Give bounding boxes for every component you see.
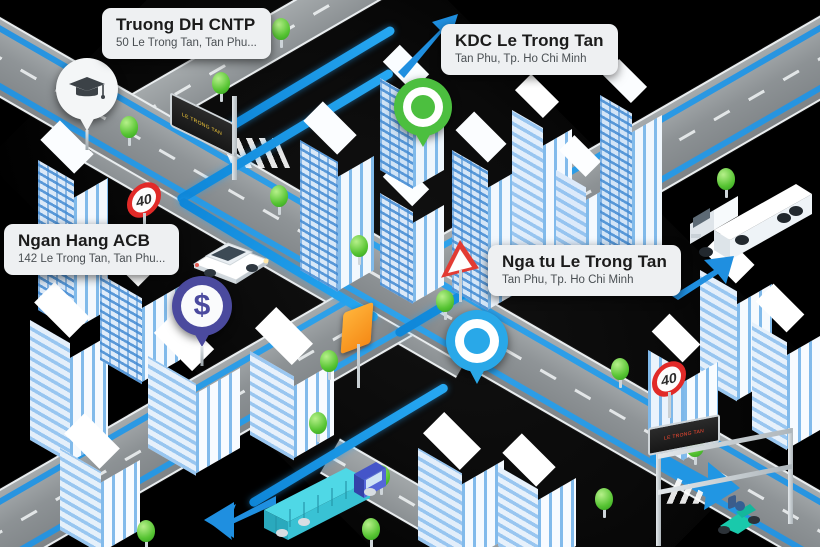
info-card-ngan-hang-acb[interactable]: Ngan Hang ACB 142 Le Trong Tan, Tan Phu.… — [4, 224, 180, 275]
info-card-subtitle: 50 Le Trong Tan, Tan Phu... — [116, 36, 257, 49]
speed-limit-sign-right: 40 — [652, 357, 686, 422]
speed-limit-value: 40 — [661, 368, 677, 390]
circle-marker-icon — [464, 328, 490, 354]
info-card-subtitle: Tan Phu, Tp. Ho Chi Minh — [455, 52, 587, 65]
billboard-pole — [357, 344, 360, 388]
vehicle-white-car — [186, 230, 276, 288]
map-pin-intersection[interactable] — [446, 310, 508, 398]
circle-marker-icon — [411, 95, 435, 119]
gantry-sign-upper: LE TRONG TAN — [170, 92, 286, 182]
building-right-2 — [752, 283, 820, 451]
gantry-board-upper: LE TRONG TAN — [170, 92, 234, 158]
gantry-upper-text: LE TRONG TAN — [182, 111, 222, 137]
map-pin-residential[interactable] — [394, 78, 452, 162]
map-pin-university[interactable] — [56, 58, 118, 150]
info-card-nga-tu-le-trong-tan[interactable]: Nga tu Le Trong Tan Tan Phu, Tp. Ho Chi … — [488, 245, 681, 296]
vehicle-green-scooter — [710, 492, 774, 544]
speed-limit-value: 40 — [136, 189, 152, 211]
map-pin-bank[interactable]: $ — [172, 276, 232, 366]
yield-sign — [441, 235, 479, 302]
info-card-kdc-le-trong-tan[interactable]: KDC Le Trong Tan Tan Phu, Tp. Ho Chi Min… — [441, 24, 618, 75]
building-left-2 — [30, 282, 108, 464]
building-bottom-1 — [418, 412, 504, 547]
info-card-title: Truong DH CNTP — [116, 15, 256, 34]
route-arrow-southwest — [196, 490, 278, 547]
orange-billboard-group — [340, 301, 376, 388]
route-arrow-southeast — [650, 440, 746, 520]
info-card-subtitle: Tan Phu, Tp. Ho Chi Minh — [502, 273, 634, 286]
vehicle-white-truck — [680, 178, 820, 270]
info-card-title: KDC Le Trong Tan — [455, 31, 604, 50]
gantry-sign-lower: LE TRONG TAN — [648, 414, 818, 546]
info-card-title: Nga tu Le Trong Tan — [502, 252, 667, 271]
gantry-lower-text: LE TRONG TAN — [664, 427, 704, 442]
info-card-subtitle: 142 Le Trong Tan, Tan Phu... — [18, 252, 166, 265]
info-card-truong-dh-cntp[interactable]: Truong DH CNTP 50 Le Trong Tan, Tan Phu.… — [102, 8, 271, 59]
building-bottom-3 — [60, 413, 140, 547]
vehicle-container-truck — [258, 458, 388, 544]
route-arrow-east — [668, 248, 738, 304]
building-bottom-2 — [498, 433, 576, 547]
info-card-title: Ngan Hang ACB — [18, 231, 150, 250]
dollar-sign-icon: $ — [193, 289, 211, 322]
graduation-cap-icon — [69, 77, 105, 99]
building-mid-4 — [600, 58, 662, 264]
building-center-2 — [380, 159, 444, 305]
